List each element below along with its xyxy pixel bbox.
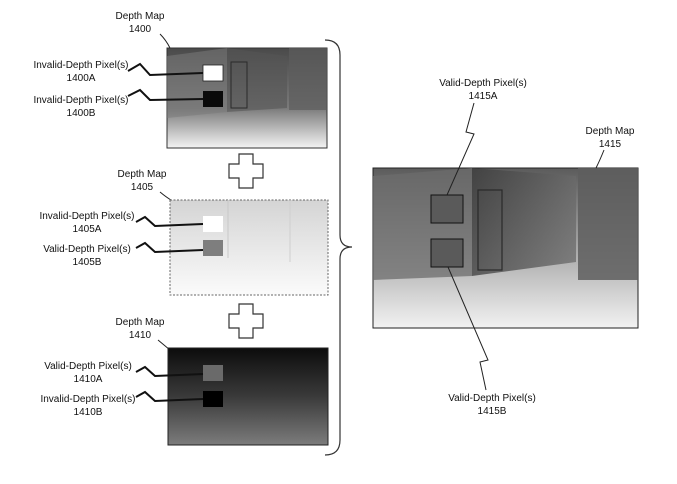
depth-map-1405-id: 1405 [131,182,154,193]
pixel-1415a-label: Valid-Depth Pixel(s) [439,78,527,89]
depth-map-1415 [372,167,639,329]
combine-brace [324,39,353,456]
depth-map-1410 [167,347,329,446]
invalid-pixel-1410b [203,391,223,407]
pixel-1405a-label: Invalid-Depth Pixel(s) [39,211,134,222]
right-wall-1415 [472,168,576,276]
pixel-1415b-leader [447,266,489,391]
pixel-1415a-id: 1415A [469,91,498,102]
pixel-1405a-id: 1405A [73,224,102,235]
depth-map-1405-title: Depth Map [118,169,167,180]
pixel-1400a-label: Invalid-Depth Pixel(s) [33,60,128,71]
pillar-1400 [289,48,327,110]
right-wall-1400 [227,48,287,112]
valid-pixel-1415a [430,194,464,224]
pixel-1410a-id: 1410A [74,374,103,385]
valid-pixel-1405b [203,240,223,256]
pixel-1410b-id: 1410B [74,407,103,418]
depth-map-1400 [166,47,328,149]
left-wall-1400 [167,48,227,118]
pixel-1405b-leader [135,241,204,254]
depth-map-1400-id: 1400 [129,24,152,35]
pixel-1415a-leader [446,102,475,196]
valid-pixel-1410a [203,365,223,381]
pixel-1415b-label: Valid-Depth Pixel(s) [448,393,536,404]
plus-icon [228,303,264,339]
pixel-1400b-leader [127,88,204,102]
depth-map-1415-title: Depth Map [586,126,635,137]
plus-icon [228,153,264,189]
door-1415 [477,189,503,271]
pixel-1410a-leader [135,365,204,378]
pixel-1415b-id: 1415B [478,406,507,417]
valid-pixel-1415b [430,238,464,268]
pixel-1405a-leader [135,215,204,228]
pixel-1405b-label: Valid-Depth Pixel(s) [43,244,131,255]
pixel-1410b-leader [135,390,204,403]
door-1400 [230,61,248,109]
pixel-1400a-id: 1400A [67,73,96,84]
depth-map-1405-leader [159,191,172,201]
depth-map-1415-leader [595,149,605,169]
invalid-pixel-1400b [203,91,223,107]
invalid-pixel-1400a [202,64,224,82]
depth-map-1415-id: 1415 [599,139,622,150]
pixel-1410a-label: Valid-Depth Pixel(s) [44,361,132,372]
pillar-1415 [578,168,638,280]
pixel-1405b-id: 1405B [73,257,102,268]
depth-map-1410-title: Depth Map [116,317,165,328]
depth-map-1400-title: Depth Map [116,11,165,22]
pixel-1400b-id: 1400B [67,108,96,119]
pixel-1400b-label: Invalid-Depth Pixel(s) [33,95,128,106]
depth-map-1405 [169,199,329,296]
depth-map-1410-id: 1410 [129,330,152,341]
pixel-1410b-label: Invalid-Depth Pixel(s) [40,394,135,405]
invalid-pixel-1405a [203,216,223,232]
pixel-1400a-leader [127,62,204,77]
depth-map-1400-leader [159,33,171,49]
